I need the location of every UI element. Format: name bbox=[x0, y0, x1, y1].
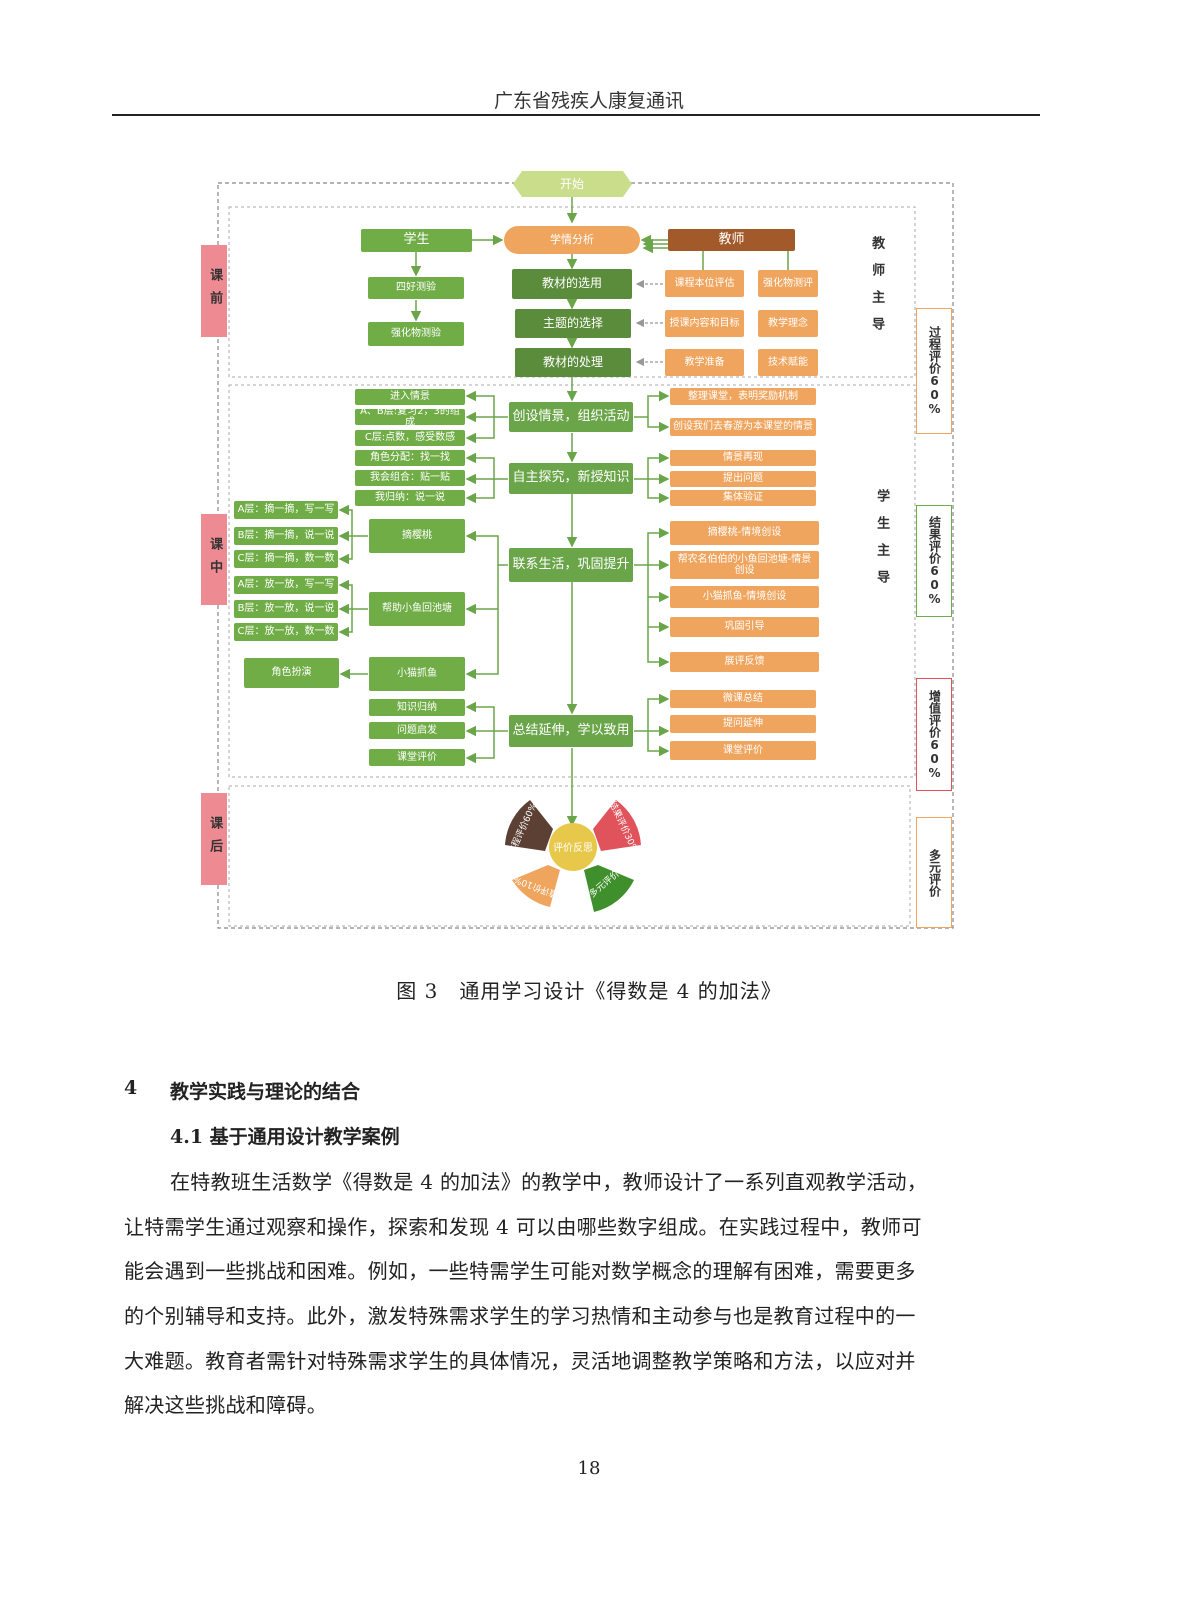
figure-caption: 图 3 通用学习设计《得数是 4 的加法》 bbox=[396, 979, 782, 1003]
pre-left-0: 四好测验 bbox=[368, 277, 464, 299]
right-0: 整理课堂，表明奖励机制 bbox=[670, 388, 816, 405]
student-lead-label: 学生主导 bbox=[874, 488, 890, 597]
left-far-1: B层：摘一摘，说一说 bbox=[234, 527, 338, 545]
flowchart-figure: 开始 评价反思 过程评价60% 结果评价30% 增值评价10% 多元评价 学生 … bbox=[201, 171, 954, 929]
left-summary-1: 问题启发 bbox=[369, 722, 465, 739]
right-2: 情景再现 bbox=[670, 450, 816, 466]
pre-right-b-2: 技术赋能 bbox=[758, 349, 818, 376]
step-1: 自主探究，新授知识 bbox=[509, 463, 633, 494]
left-col1-3: 角色分配：找一找 bbox=[355, 450, 465, 466]
paragraph-line: 大难题。教育者需针对特殊需求学生的具体情况，灵活地调整教学策略和方法，以应对并 bbox=[124, 1349, 916, 1373]
stage-after-label: 课后 bbox=[201, 793, 227, 885]
left-col1-5: 我归纳：说一说 bbox=[355, 490, 465, 506]
flowchart-connectors: 开始 评价反思 过程评价60% 结果评价30% 增值评价10% 多元评价 bbox=[217, 171, 954, 929]
teacher-lead-label: 教师主导 bbox=[869, 235, 885, 344]
header-rule bbox=[112, 114, 1040, 116]
paragraph-line: 的个别辅导和支持。此外，激发特殊需求学生的学习热情和主动参与也是教育过程中的一 bbox=[124, 1304, 916, 1328]
right-10: 微课总结 bbox=[670, 690, 816, 708]
paragraph-line: 在特教班生活数学《得数是 4 的加法》的教学中，教师设计了一系列直观教学活动， bbox=[170, 1170, 928, 1194]
right-5: 摘樱桃-情境创设 bbox=[670, 521, 819, 545]
start-label: 开始 bbox=[560, 177, 584, 191]
left-far-0: A层：摘一摘，写一写 bbox=[234, 501, 338, 519]
paragraph-line: 能会遇到一些挑战和困难。例如，一些特需学生可能对数学概念的理解有困难，需要更多 bbox=[124, 1259, 916, 1283]
side-eval-diverse: 多元评价 bbox=[916, 817, 952, 928]
left-col1-4: 我会组合：贴一贴 bbox=[355, 470, 465, 486]
pre-right-a-2: 教学准备 bbox=[665, 349, 744, 376]
step-2: 联系生活，巩固提升 bbox=[509, 548, 633, 582]
right-12: 课堂评价 bbox=[670, 741, 816, 760]
left-mid-1: 帮助小鱼回池塘 bbox=[369, 592, 465, 626]
teacher-box: 教师 bbox=[668, 229, 795, 251]
paragraph-line: 解决这些挑战和障碍。 bbox=[124, 1393, 327, 1417]
right-3: 提出问题 bbox=[670, 471, 816, 487]
left-col1-1: A、B层:复习2，3的组成 bbox=[355, 406, 465, 428]
left-far-6: 角色扮演 bbox=[244, 658, 339, 688]
page-number: 18 bbox=[577, 1458, 601, 1479]
evaluation-wheel: 评价反思 过程评价60% 结果评价30% 增值评价10% 多元评价 bbox=[505, 799, 641, 912]
left-far-5: C层：放一放，数一数 bbox=[234, 623, 338, 641]
left-col1-0: 进入情景 bbox=[355, 389, 465, 405]
left-mid-2: 小猫抓鱼 bbox=[369, 657, 465, 691]
left-far-2: C层：摘一摘，数一数 bbox=[234, 550, 338, 568]
right-9: 展评反馈 bbox=[670, 652, 819, 672]
start-shape bbox=[513, 171, 632, 197]
step-3: 总结延伸，学以致用 bbox=[509, 715, 633, 747]
right-8: 巩固引导 bbox=[670, 617, 819, 637]
stage-before-label: 课前 bbox=[201, 245, 227, 337]
right-11: 提问延伸 bbox=[670, 715, 816, 733]
subsection-title: 4.1 基于通用设计教学案例 bbox=[170, 1126, 400, 1148]
left-far-3: A层：放一放，写一写 bbox=[234, 576, 338, 594]
journal-header-title: 广东省残疾人康复通讯 bbox=[493, 90, 684, 112]
evaluation-center-label: 评价反思 bbox=[553, 842, 593, 854]
student-box: 学生 bbox=[361, 229, 472, 252]
paragraph-line: 让特需学生通过观察和操作，探索和发现 4 可以由哪些数字组成。在实践过程中，教师… bbox=[124, 1215, 922, 1239]
left-summary-0: 知识归纳 bbox=[369, 699, 465, 716]
right-6: 帮农名伯伯的小鱼回池塘-情景创设 bbox=[670, 551, 819, 579]
pre-left-1: 强化物测验 bbox=[368, 322, 464, 346]
section-title: 教学实践与理论的结合 bbox=[170, 1081, 361, 1103]
pre-right-a-1: 授课内容和目标 bbox=[665, 310, 744, 337]
left-summary-2: 课堂评价 bbox=[369, 749, 465, 766]
right-4: 集体验证 bbox=[670, 490, 816, 506]
side-eval-result: 结果评价60% bbox=[916, 505, 952, 617]
stage-during-label: 课中 bbox=[201, 514, 227, 605]
side-eval-added-value: 增值评价60% bbox=[916, 678, 952, 791]
pre-mid-2: 教材的处理 bbox=[515, 348, 631, 377]
left-mid-0: 摘樱桃 bbox=[369, 519, 465, 553]
section-number: 4 bbox=[124, 1077, 138, 1099]
pre-right-a-0: 课程本位评估 bbox=[665, 270, 744, 297]
right-7: 小猫抓鱼-情境创设 bbox=[670, 586, 819, 608]
step-0: 创设情景，组织活动 bbox=[509, 402, 633, 432]
right-1: 创设我们去春游为本课堂的情景 bbox=[670, 418, 816, 436]
pre-right-b-0: 强化物测评 bbox=[758, 270, 818, 297]
left-col1-2: C层:点数，感受数感 bbox=[355, 430, 465, 446]
side-eval-process: 过程评价60% bbox=[916, 308, 952, 434]
analysis-box: 学情分析 bbox=[504, 226, 640, 254]
left-far-4: B层：放一放，说一说 bbox=[234, 600, 338, 618]
pre-mid-0: 教材的选用 bbox=[512, 269, 632, 299]
pre-right-b-1: 教学理念 bbox=[758, 310, 818, 337]
pre-mid-1: 主题的选择 bbox=[515, 309, 631, 338]
